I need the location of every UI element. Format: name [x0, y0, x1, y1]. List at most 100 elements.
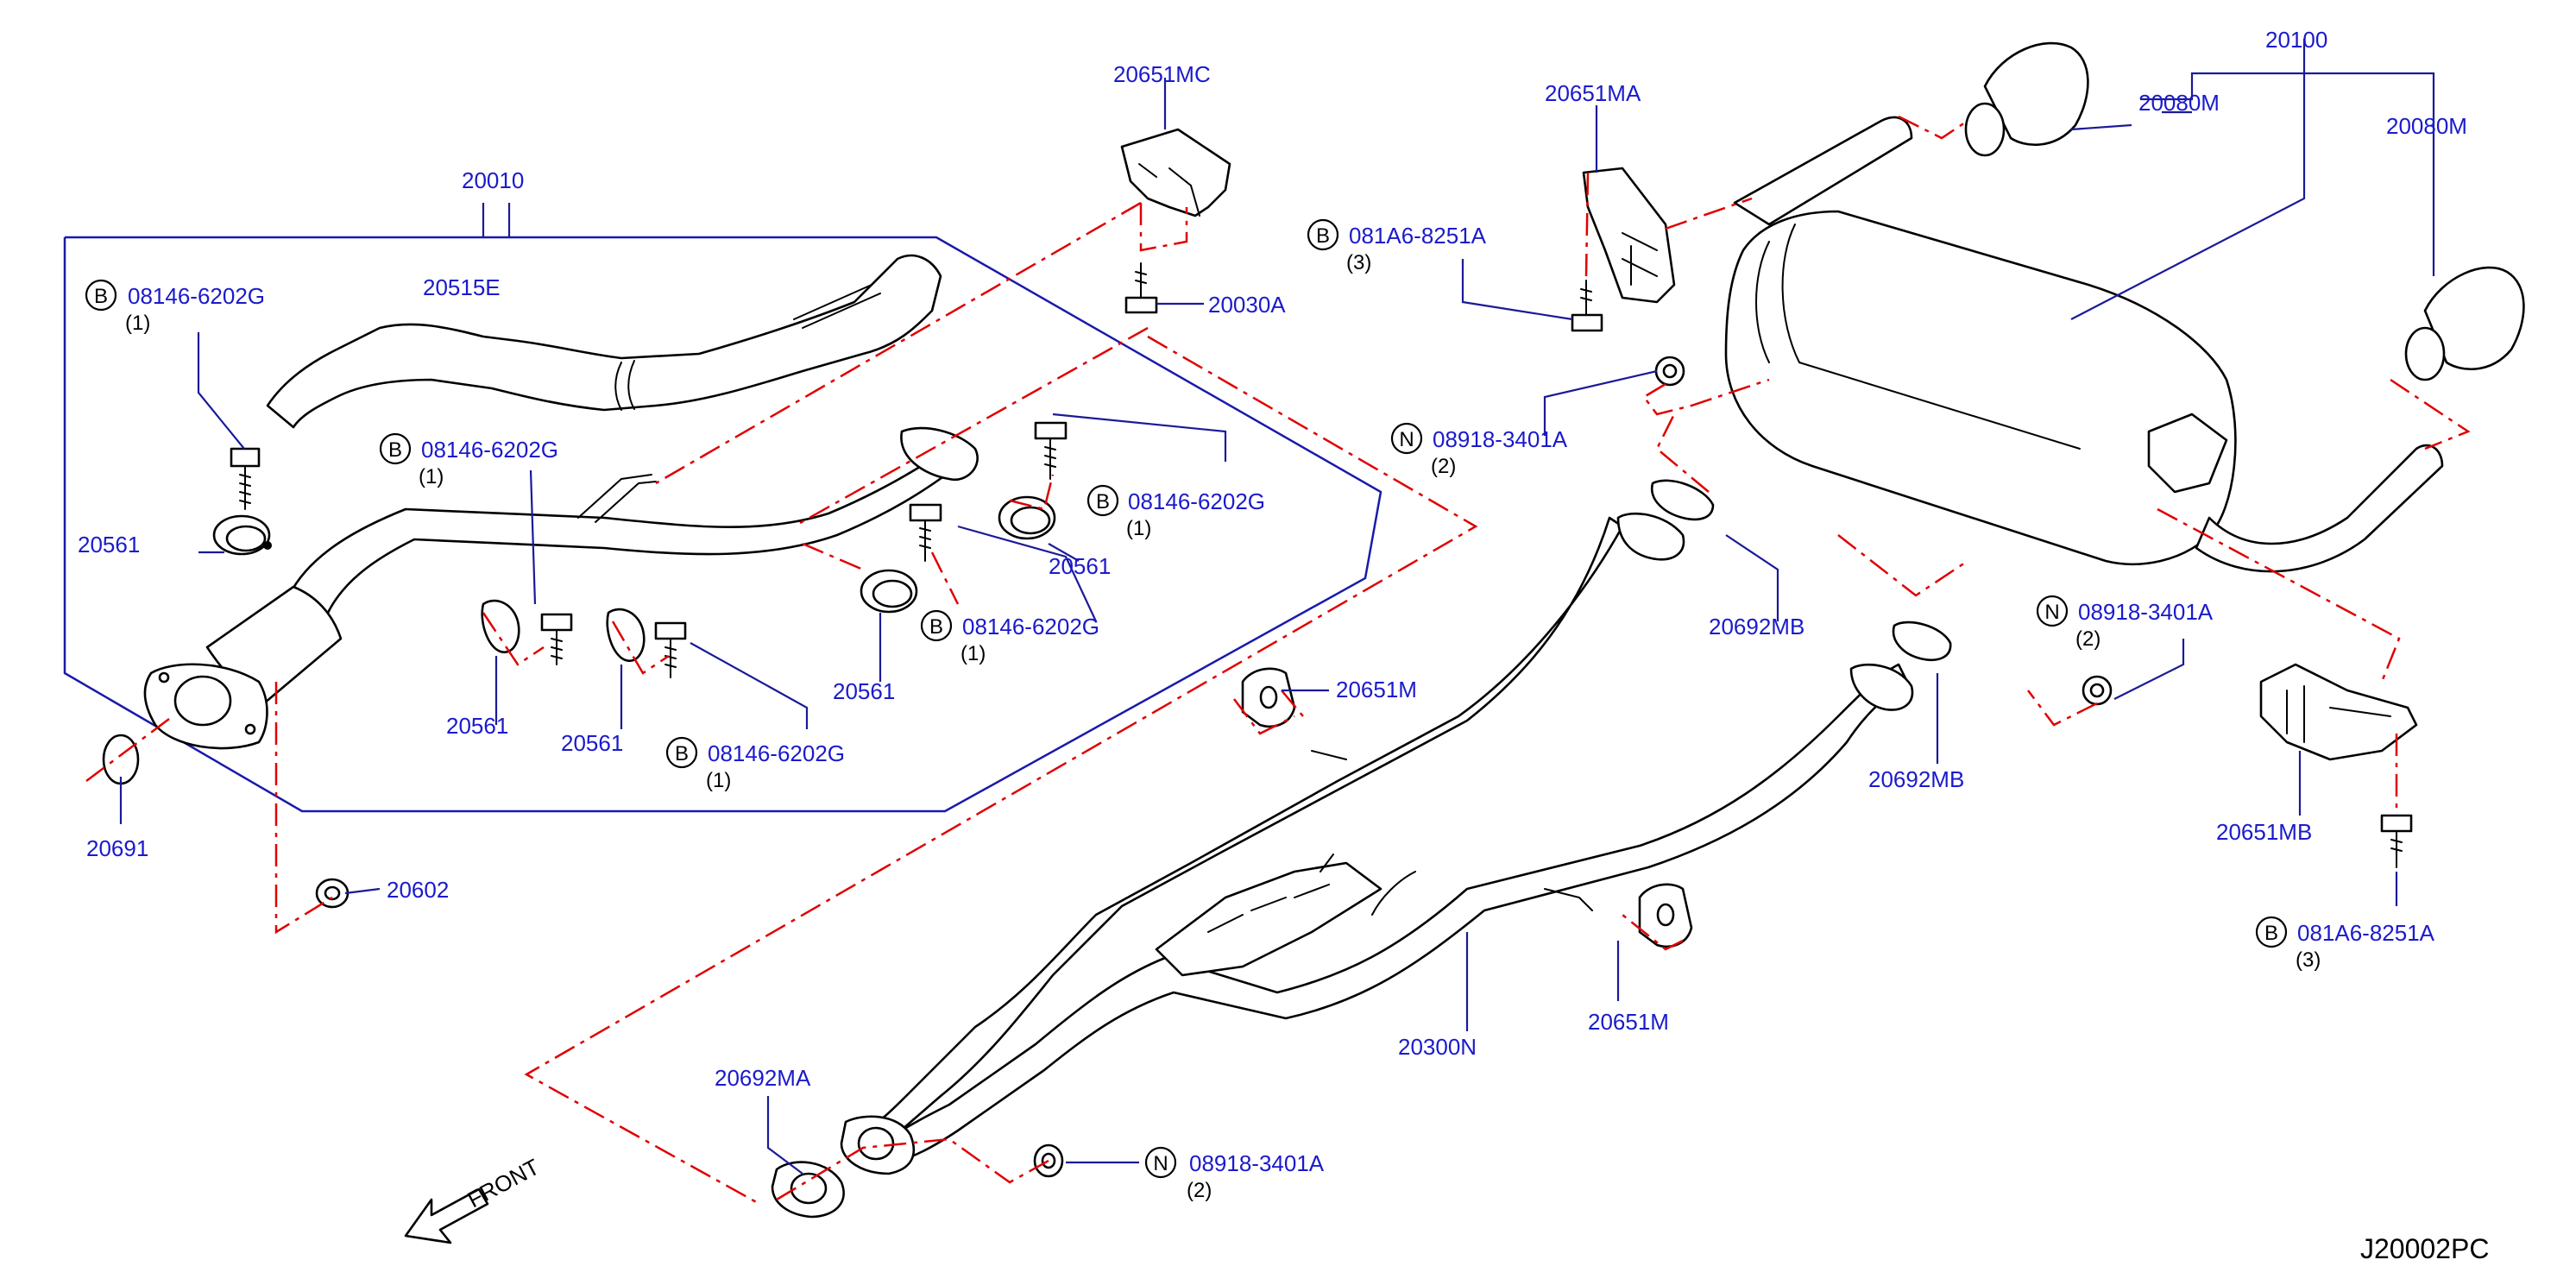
- bolt-b5: [1034, 421, 1068, 480]
- fastener-part-number: 08146-6202G: [708, 740, 845, 766]
- diagram-code: J20002PC: [2360, 1233, 2489, 1264]
- center-tube-heat-shield: [1155, 861, 1382, 977]
- label-20300N: 20300N: [1398, 1034, 1477, 1060]
- fastener-callout-n3: N 08918-3401A (2): [1144, 1146, 1325, 1202]
- label-20651MB: 20651MB: [2216, 819, 2312, 845]
- bracket-20651MC-detail: [1138, 163, 1200, 217]
- fastener-callout-b7: B 081A6-8251A (3): [2255, 916, 2435, 972]
- label-20080M-b: 20080M: [2386, 113, 2467, 139]
- label-20602: 20602: [387, 877, 449, 903]
- y-pipe-rear-flange-right: [1849, 663, 1914, 711]
- bolt-b7: [2380, 814, 2413, 868]
- fastener-callout-n2: N 08918-3401A (2): [2036, 595, 2214, 651]
- label-20651M-a: 20651M: [1336, 677, 1417, 702]
- fastener-symbol: B: [1096, 490, 1110, 513]
- label-20561-e: 20561: [1049, 553, 1111, 579]
- fastener-symbol: N: [1399, 428, 1414, 451]
- label-20561-c: 20561: [561, 730, 623, 756]
- bolt-20030A: [1124, 262, 1158, 314]
- fastener-callout-n1: N 08918-3401A (2): [1390, 422, 1568, 478]
- flange-bolt-hole: [158, 671, 170, 683]
- label-20651M-b: 20651M: [1588, 1009, 1669, 1035]
- gasket-20692MB-right: [1892, 620, 1952, 661]
- rear-flange-front-tube: [900, 426, 979, 482]
- fastener-part-number: 08918-3401A: [2078, 599, 2214, 625]
- main-muffler-hanger: [2147, 413, 2228, 494]
- tail-tip-20080M-left: [1964, 41, 2089, 157]
- y-pipe-front-flange: [840, 1115, 916, 1175]
- muffler-outlet-pipe: [2195, 444, 2444, 573]
- label-20010: 20010: [462, 167, 524, 193]
- fastener-symbol: B: [94, 285, 108, 308]
- fastener-part-number: 08146-6202G: [1128, 488, 1265, 514]
- main-muffler-drawing: [1724, 210, 2237, 566]
- gasket-20692MB-left: [1650, 479, 1715, 521]
- clamp-4: [860, 569, 918, 614]
- fastener-quantity: (2): [1187, 1179, 1212, 1202]
- label-20561-b: 20561: [446, 713, 508, 739]
- fastener-symbol: B: [675, 742, 689, 765]
- main-muffler-seam: [1755, 224, 2081, 450]
- label-20561-a: 20561: [78, 532, 140, 557]
- fastener-callout-b1: B 08146-6202G (1): [85, 279, 265, 335]
- front-tube-drawing: [287, 447, 960, 614]
- fastener-callout-b4: B 08146-6202G (1): [920, 609, 1099, 665]
- label-20651MC: 20651MC: [1113, 61, 1211, 87]
- fastener-part-number: 08918-3401A: [1433, 426, 1568, 452]
- fastener-part-number: 081A6-8251A: [2297, 920, 2435, 946]
- bracket-20651MA-detail: [1622, 232, 1658, 286]
- fastener-callout-b6: B 081A6-8251A (3): [1307, 218, 1487, 274]
- bracket-20651MB: [2259, 663, 2418, 761]
- nut-n2: [2082, 675, 2113, 706]
- front-tube-bracket: [577, 474, 657, 523]
- label-20691: 20691: [86, 835, 148, 861]
- fastener-part-number: 08918-3401A: [1189, 1150, 1325, 1176]
- front-direction-arrow: FRONT: [404, 1154, 544, 1244]
- fastener-part-number: 08146-6202G: [421, 437, 558, 463]
- leader-lines: [119, 39, 2435, 1175]
- label-20651MA: 20651MA: [1545, 80, 1641, 106]
- bolt-b2: [540, 613, 573, 665]
- label-20692MB-a: 20692MB: [1709, 614, 1804, 639]
- fastener-callout-b3: B 08146-6202G (1): [1086, 484, 1265, 540]
- label-20515E: 20515E: [423, 274, 501, 300]
- fastener-symbol: B: [2264, 922, 2278, 945]
- tail-tip-20080M-right: [2404, 266, 2525, 381]
- reference-lines: [85, 115, 2471, 1206]
- fastener-quantity: (2): [2075, 627, 2100, 651]
- clamp-2: [481, 599, 520, 654]
- muffler-upper-pipe: [1733, 116, 1913, 226]
- clamp-1: [212, 514, 272, 556]
- assembly-frame-20010: [63, 236, 1382, 813]
- fastener-callout-b2: B 08146-6202G (1): [379, 432, 558, 488]
- heat-insulator-drawing: [266, 254, 942, 429]
- center-tube-hangers: [1311, 750, 1593, 911]
- gasket-20691: [102, 734, 140, 785]
- label-20080M-a: 20080M: [2138, 90, 2220, 116]
- fastener-symbol: B: [388, 438, 402, 462]
- clamp-3: [606, 608, 646, 663]
- rubber-hanger-20651M-right: [1638, 883, 1693, 948]
- fastener-quantity: (1): [125, 312, 150, 335]
- fastener-symbol: B: [929, 615, 943, 639]
- bolt-b4: [909, 503, 942, 562]
- label-20561-d: 20561: [833, 678, 895, 704]
- bracket-20651MA: [1582, 167, 1676, 304]
- fastener-quantity: (1): [706, 769, 731, 792]
- label-20030A: 20030A: [1208, 292, 1286, 318]
- flange-bolt-hole: [244, 723, 256, 735]
- fastener-symbol: N: [2044, 601, 2059, 624]
- fastener-callout-b5: B 08146-6202G (1): [665, 736, 845, 792]
- front-label: FRONT: [463, 1154, 544, 1213]
- fastener-part-number: 08146-6202G: [962, 614, 1099, 639]
- fastener-quantity: (3): [1346, 251, 1371, 274]
- rubber-hanger-20651M-left: [1241, 667, 1296, 728]
- fastener-quantity: (3): [2296, 948, 2321, 972]
- bolt-b1: [230, 447, 261, 510]
- fastener-symbol: N: [1153, 1152, 1168, 1175]
- heat-insulator-ribs: [614, 284, 881, 411]
- fastener-symbol: B: [1316, 224, 1330, 248]
- fastener-quantity: (1): [960, 642, 986, 665]
